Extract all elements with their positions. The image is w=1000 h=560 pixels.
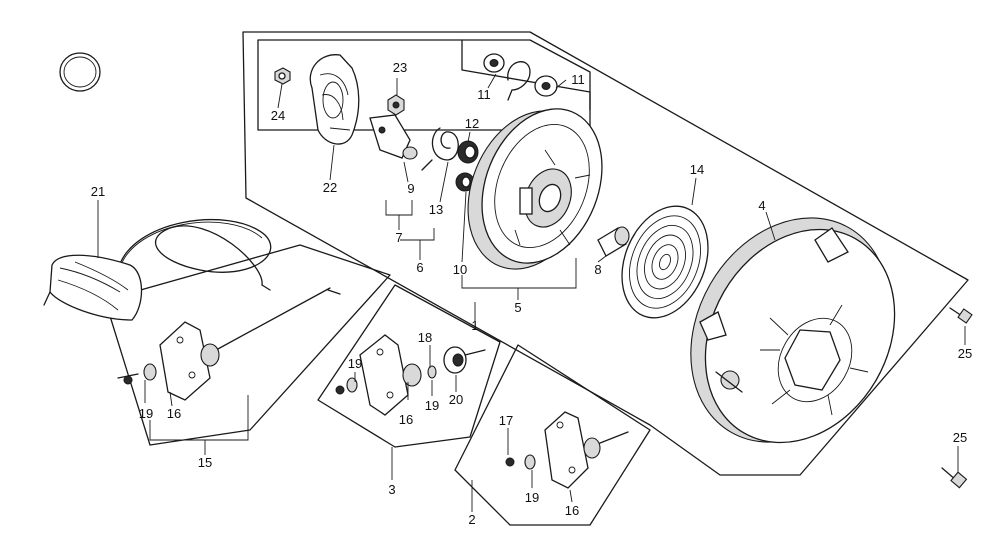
callout-labels: 1 2 3 4 5 6 7 8 9 10 11 11 12 13 14 15 1…	[91, 60, 972, 527]
callout-24: 24	[271, 108, 285, 123]
kit-2-outline	[454, 344, 651, 526]
callout-15: 15	[198, 455, 212, 470]
callout-17: 17	[499, 413, 513, 428]
starter-case-4	[690, 217, 896, 444]
callout-5: 5	[514, 300, 521, 315]
kit-15-outline	[104, 244, 391, 446]
callout-2: 2	[468, 512, 475, 527]
callout-11-left: 11	[477, 87, 491, 102]
callout-14: 14	[690, 162, 704, 177]
starter-rope-21	[117, 218, 272, 291]
callout-9: 9	[407, 181, 414, 196]
callout-16-kit2: 16	[565, 503, 579, 518]
callout-12: 12	[465, 116, 479, 131]
callout-19-kit3-left: 19	[348, 356, 362, 371]
washer-group-outline	[461, 39, 591, 111]
leader-lines	[97, 73, 966, 512]
callout-1: 1	[471, 318, 478, 333]
callout-3: 3	[388, 482, 395, 497]
callout-22: 22	[323, 180, 337, 195]
callout-23: 23	[393, 60, 407, 75]
handle-kit-3	[335, 334, 486, 416]
collar-lower	[455, 172, 475, 192]
handle-kit-2	[505, 411, 629, 489]
callout-13: 13	[429, 202, 443, 217]
rope-grip-sleeve	[43, 254, 143, 321]
callout-7: 7	[395, 230, 402, 245]
callout-8: 8	[594, 262, 601, 277]
nut-23	[387, 94, 405, 116]
starter-reel-10	[467, 108, 603, 270]
bolt-25-lower	[941, 467, 968, 489]
bolt-25-upper	[949, 307, 973, 324]
callout-16-kit3: 16	[399, 412, 413, 427]
o-ring	[59, 52, 101, 92]
washer-11-right	[534, 75, 558, 97]
callout-16-kit15: 16	[167, 406, 181, 421]
spring-13	[421, 127, 459, 171]
callout-19-kit15: 19	[139, 406, 153, 421]
callout-4: 4	[758, 198, 765, 213]
callout-19-kit3-right: 19	[425, 398, 439, 413]
spiral-spring-14	[621, 205, 709, 319]
bushing-8	[597, 226, 630, 257]
callout-25-upper: 25	[958, 346, 972, 361]
ratchet-pawl-9	[369, 114, 418, 160]
callout-18: 18	[418, 330, 432, 345]
assembly-outline	[242, 31, 969, 476]
nut-24	[274, 67, 291, 85]
kit-3-outline	[317, 284, 501, 448]
handle-kit-15	[117, 287, 341, 401]
washer-11-left	[483, 53, 505, 73]
ratchet-cover-22	[309, 54, 360, 145]
callout-25-lower: 25	[953, 430, 967, 445]
callout-6: 6	[416, 260, 423, 275]
collar-12	[457, 140, 479, 164]
callout-10: 10	[453, 262, 467, 277]
callout-11-right: 11	[571, 72, 585, 87]
callout-19-kit2: 19	[525, 490, 539, 505]
callout-21: 21	[91, 184, 105, 199]
circlip	[507, 61, 531, 101]
callout-20: 20	[449, 392, 463, 407]
